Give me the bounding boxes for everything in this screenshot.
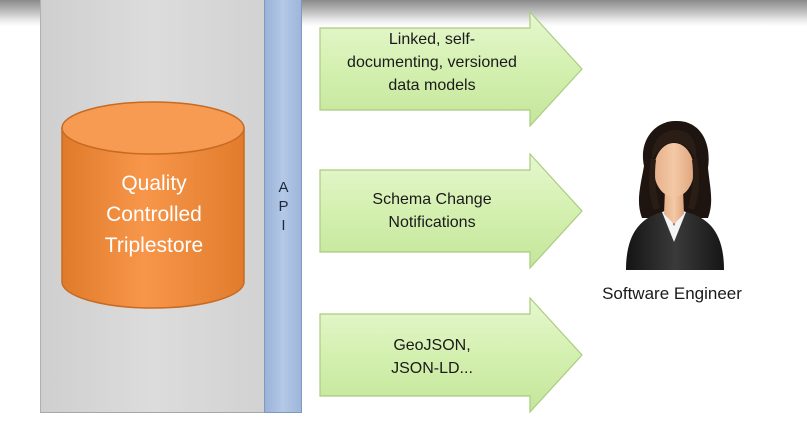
triplestore-cylinder-icon <box>61 101 245 309</box>
output-arrow-data-models <box>319 10 583 128</box>
triplestore-label: Quality Controlled Triplestore <box>62 168 246 261</box>
output-label-schema-notifications: Schema Change Notifications <box>326 188 538 234</box>
output-label-line: documenting, versioned <box>347 54 517 71</box>
api-bar: A P I <box>264 0 302 413</box>
api-label: A P I <box>265 178 303 235</box>
output-label-line: Schema Change <box>372 191 492 208</box>
api-letter: I <box>281 217 287 234</box>
api-letter: P <box>278 198 290 215</box>
output-label-line: JSON-LD... <box>391 360 473 377</box>
software-engineer-person-icon <box>626 120 724 270</box>
output-label-data-models: Linked, self- documenting, versioned dat… <box>326 28 538 97</box>
triplestore-label-line: Triplestore <box>104 234 204 257</box>
output-arrow-schema-notifications <box>319 152 583 270</box>
output-label-line: data models <box>388 77 476 94</box>
triplestore-label-line: Controlled <box>106 203 202 226</box>
triplestore-label-line: Quality <box>121 172 187 195</box>
software-engineer-label: Software Engineer <box>602 284 742 303</box>
output-label-line: GeoJSON, <box>393 337 471 354</box>
api-letter: A <box>278 179 290 196</box>
output-label-geojson: GeoJSON, JSON-LD... <box>326 334 538 380</box>
output-label-line: Notifications <box>388 214 476 231</box>
output-arrow-geojson <box>319 296 583 414</box>
output-label-line: Linked, self- <box>388 31 476 48</box>
